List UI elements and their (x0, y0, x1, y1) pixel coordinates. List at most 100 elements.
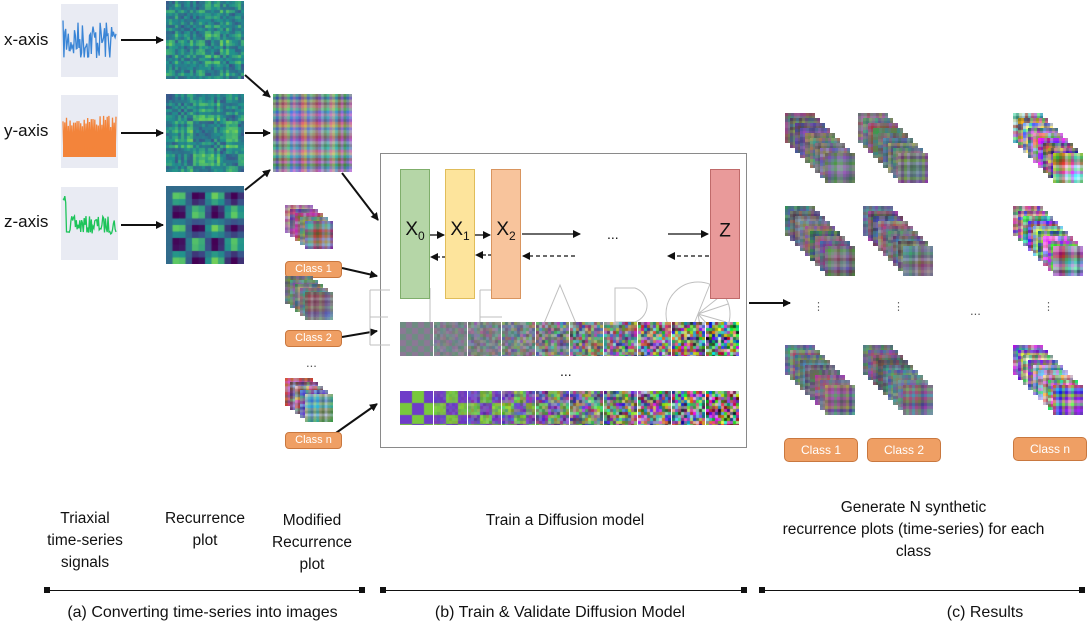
noise-step-image (502, 391, 535, 425)
result-stack (785, 345, 860, 421)
noise-step-image (400, 391, 433, 425)
stack-image (903, 246, 933, 276)
stack-image (305, 394, 333, 422)
noise-step-image (570, 391, 603, 425)
timeline-a (47, 590, 363, 591)
x-recurrence-plot (166, 1, 244, 79)
signal-line (62, 115, 117, 156)
x-axis-label: x-axis (4, 30, 49, 49)
noise-step-image (400, 322, 433, 356)
section-title-b: (b) Train & Validate Diffusion Model (434, 604, 686, 621)
stack-image (825, 153, 855, 183)
noise-rows-ellipsis: ... (560, 363, 572, 379)
timeline-b (383, 590, 745, 591)
noise-step-image (468, 391, 501, 425)
stack-image (898, 153, 928, 183)
result-stack (785, 206, 860, 282)
caption-line: plot (192, 532, 218, 549)
stack-image (825, 385, 855, 415)
caption-line: Recurrence (271, 534, 353, 551)
caption-line: plot (299, 556, 325, 573)
signal-line (62, 195, 117, 235)
caption-train-diffusion: Train a Diffusion model (485, 512, 645, 529)
x1-label: X (450, 219, 463, 241)
z-axis-label: z-axis (4, 212, 49, 231)
result-class-n-tag: Class n (1013, 437, 1087, 461)
result-class-2-tag: Class 2 (867, 438, 941, 462)
noise-step-image (604, 322, 637, 356)
signal-line (62, 20, 117, 59)
caption-line: recurrence plots (time-series) for each (782, 521, 1045, 538)
section-title-a: (a) Converting time-series into images (67, 604, 338, 621)
stack-image (825, 246, 855, 276)
chain-ellipsis: ... (607, 226, 619, 242)
noise-step-image (434, 322, 467, 356)
training-class-n-tag: Class n (285, 432, 342, 449)
x0-label: X (405, 219, 418, 241)
result-stack (785, 113, 860, 189)
x2-label: X (496, 219, 509, 241)
noise-step-image (638, 322, 671, 356)
arrow-class1-to-model (341, 267, 378, 279)
training-stack-class-1 (285, 205, 345, 260)
x2-block: X2 (491, 169, 521, 299)
z-signal-plot (61, 187, 118, 260)
training-class-2-tag: Class 2 (285, 330, 342, 347)
y-axis-label: y-axis (4, 121, 49, 140)
training-class-1-tag: Class 1 (285, 261, 342, 278)
caption-line: Recurrence (164, 510, 246, 527)
caption-triaxial-signals: Triaxial time-series signals (30, 508, 140, 574)
x2-subscript: 2 (509, 229, 516, 244)
stack-image (305, 292, 333, 320)
caption-modified-recurrence-plot: Modified Recurrence plot (257, 510, 367, 576)
arrow-zrp-to-mrp (244, 169, 271, 191)
caption-line: Modified (282, 512, 342, 529)
arrow-xrp-to-mrp (244, 74, 271, 98)
stack-image (1053, 246, 1083, 276)
result-stack (1013, 345, 1087, 421)
y-signal-plot (61, 95, 118, 168)
noise-step-image (536, 322, 569, 356)
stack-image (1053, 153, 1083, 183)
caption-line: signals (60, 554, 110, 571)
x1-subscript: 1 (463, 229, 470, 244)
result-stack (863, 345, 938, 421)
z-block: Z (710, 169, 740, 299)
noise-strip-row-2 (400, 391, 743, 425)
result-stack (858, 113, 933, 189)
training-stack-class-2 (285, 276, 345, 331)
noise-step-image (706, 391, 739, 425)
stack-image (305, 221, 333, 249)
timeline-b-end (741, 587, 747, 593)
x-signal-plot (61, 4, 118, 77)
noise-step-image (502, 322, 535, 356)
x1-block: X1 (445, 169, 475, 299)
arrow-mrp-to-model (341, 172, 379, 221)
stack-image (903, 385, 933, 415)
caption-line: Triaxial (60, 510, 110, 527)
noise-strip-row-1 (400, 322, 743, 356)
result-column-ellipsis: ... (970, 303, 981, 318)
x0-subscript: 0 (418, 229, 425, 244)
result-col1-vertical-ellipsis: ⋮ (813, 301, 824, 313)
result-stack (863, 206, 938, 282)
x0-block: X0 (400, 169, 430, 299)
z-label: Z (719, 220, 731, 242)
noise-step-image (434, 391, 467, 425)
noise-step-image (468, 322, 501, 356)
z-recurrence-plot (166, 186, 244, 264)
result-stack (1013, 206, 1087, 282)
noise-step-image (570, 322, 603, 356)
training-stack-class-n (285, 378, 345, 433)
noise-step-image (536, 391, 569, 425)
noise-step-image (672, 322, 705, 356)
result-col2-vertical-ellipsis: ⋮ (893, 301, 904, 313)
timeline-a-end (359, 587, 365, 593)
noise-step-image (672, 391, 705, 425)
caption-line: class (895, 543, 932, 560)
section-title-c: (c) Results (946, 604, 1024, 621)
modified-recurrence-plot (273, 94, 352, 172)
timeline-c-end (1079, 587, 1085, 593)
y-recurrence-plot (166, 94, 244, 172)
training-classes-ellipsis: ... (306, 355, 317, 370)
